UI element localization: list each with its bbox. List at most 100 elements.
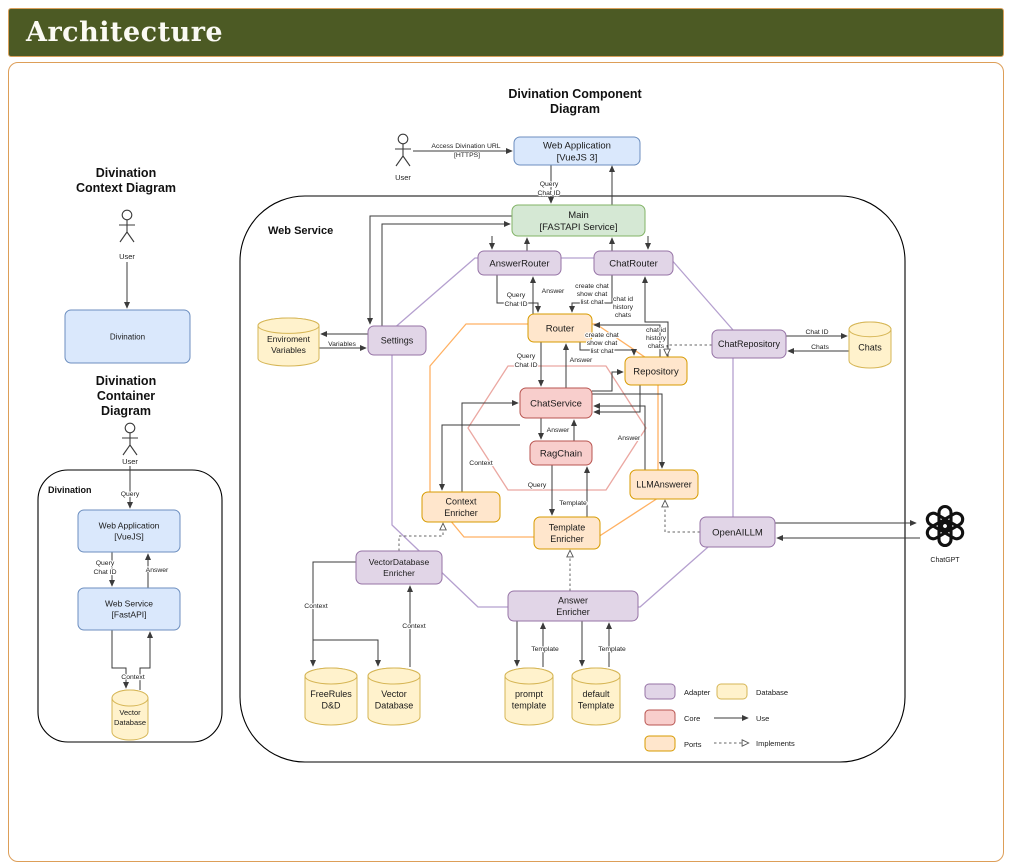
chatgpt-logo-icon: [925, 504, 965, 548]
user-container-head: [124, 422, 136, 434]
node-web-application: [513, 136, 641, 166]
edge-label: Query: [121, 491, 140, 498]
edge-label: Context: [304, 603, 328, 610]
db-default-template-label: Template: [578, 700, 615, 710]
node-ctx-divination: [64, 309, 191, 364]
context-diagram-title: Divination: [96, 166, 156, 180]
node-cont-web-application-label: Web Application: [99, 520, 160, 530]
actor-user-component-label: User: [395, 173, 411, 182]
edge-vectordb-to-webservice: [139, 631, 154, 690]
edge-label: Context: [121, 674, 145, 681]
edge-label: Context: [402, 623, 426, 630]
edge-label: Answer: [618, 435, 641, 442]
user-context-body: [119, 219, 135, 243]
node-answer-enricher-label: Enricher: [556, 607, 590, 617]
edge-label: show chat: [587, 340, 618, 347]
edge-label: list chat: [590, 348, 613, 355]
node-chat-repository-label: ChatRepository: [718, 339, 781, 349]
db-prompt-template-top: [504, 667, 554, 685]
node-chat-service: [519, 387, 593, 419]
node-answer-router: [477, 250, 562, 276]
legend-database-swatch: [716, 683, 748, 700]
edge-label: list chat: [580, 299, 603, 306]
page-header: Architecture: [8, 8, 1004, 57]
actor-user-component: [395, 133, 411, 167]
container-diagram-title: Container: [97, 389, 155, 403]
node-context-enricher: [421, 491, 501, 523]
node-template-enricher-label: Enricher: [550, 534, 584, 544]
edge-label: Query: [528, 482, 547, 489]
node-ctx-divination-label: Divination: [110, 332, 145, 341]
edge-label: Answer: [547, 427, 570, 434]
edge-label: Chat ID: [537, 190, 560, 197]
edge-label: show chat: [577, 291, 608, 298]
component-diagram-title: Divination Component: [508, 87, 642, 101]
edge-ctxenricher-to-chatservice: [461, 399, 519, 492]
edge-label: Query: [540, 181, 559, 188]
node-cont-web-service: [77, 587, 181, 631]
user-context-head: [121, 209, 133, 221]
user-component-head: [397, 133, 409, 145]
node-repository-label: Repository: [633, 366, 679, 377]
node-settings-label: Settings: [381, 336, 414, 346]
edge-webservice-to-vectordb: [111, 630, 130, 689]
edge-label: Query: [96, 560, 115, 567]
db-freerules-dnd-label: FreeRules: [310, 689, 352, 699]
edge-main-to-settings: [366, 215, 512, 325]
legend-adapter-swatch: [644, 683, 676, 700]
node-cont-web-application-label: [VueJS]: [114, 531, 143, 541]
edge-label: Chat ID: [504, 301, 527, 308]
node-vectordatabase-enricher-label: Enricher: [383, 568, 415, 578]
node-chat-router-label: ChatRouter: [609, 258, 658, 269]
core-layer: [467, 365, 647, 491]
node-chat-repository: [711, 329, 787, 359]
db-environment-variables-label: Enviroment: [267, 334, 311, 344]
edge-label: chats: [615, 312, 632, 319]
node-web-application-label: [VueJS 3]: [557, 152, 598, 163]
legend-core-swatch: [644, 709, 676, 726]
edge-label: Answer: [542, 288, 565, 295]
edge-router-to-repository: [579, 342, 638, 356]
db-cont-vector-database-top: [111, 689, 149, 707]
edge-llmanswerer-to-chatservice: [593, 402, 646, 470]
node-openai-llm: [699, 516, 776, 548]
edge-label: Query: [507, 292, 526, 299]
db-vector-database-label: Database: [375, 700, 414, 710]
legend-implements-label: Implements: [756, 739, 795, 748]
divination-boundary-label: Divination: [48, 485, 92, 495]
node-answer-router-label: AnswerRouter: [489, 258, 549, 269]
node-template-enricher: [533, 516, 601, 550]
edge-label: Answer: [570, 357, 593, 364]
edge-label: Answer: [146, 567, 169, 574]
db-environment-variables-label: Variables: [271, 345, 306, 355]
page-title: Architecture: [26, 17, 224, 48]
component-diagram-title: Diagram: [550, 102, 600, 116]
node-rag-chain: [529, 440, 593, 466]
edge-vde-to-vectordb: [313, 639, 382, 667]
edge-label: Chats: [811, 344, 829, 351]
edge-chatservice-to-ctxenricher: [438, 424, 520, 491]
edge-label: Template: [598, 646, 626, 653]
edge-settings-to-main: [381, 220, 511, 326]
edge-repository-to-chatservice: [593, 385, 641, 416]
edge-label: create chat: [575, 283, 609, 290]
edge-label: chat id: [646, 327, 666, 334]
node-main: [511, 204, 646, 237]
adapter-layer: [391, 257, 734, 608]
edge-repository-to-router: [593, 321, 661, 357]
db-prompt-template-label: prompt: [515, 689, 544, 699]
node-llm-answerer: [629, 469, 699, 500]
actor-user-context-label: User: [119, 252, 135, 261]
edge-chatrepo-impl-repository: [663, 344, 712, 357]
node-context-enricher-label: Enricher: [444, 508, 478, 518]
db-vector-database-top: [367, 667, 421, 685]
legend-ports-swatch: [644, 735, 676, 752]
node-context-enricher-label: Context: [445, 496, 477, 506]
web-service-boundary: [239, 195, 906, 763]
edge-label: Context: [469, 460, 493, 467]
node-answer-enricher: [507, 590, 639, 622]
db-chats-label: Chats: [858, 342, 882, 352]
edge-label: chat id: [613, 296, 633, 303]
db-chats-top: [848, 321, 892, 338]
